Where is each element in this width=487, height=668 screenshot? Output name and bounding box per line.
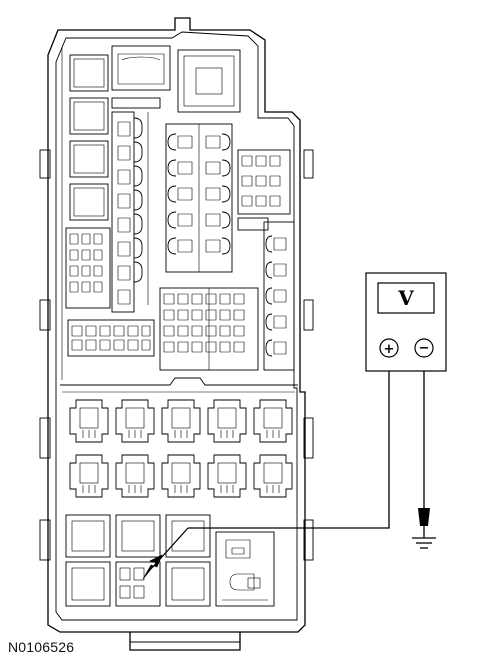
probe-leads bbox=[142, 348, 430, 580]
relay-socket bbox=[161, 454, 201, 498]
relay-socket bbox=[161, 399, 201, 443]
mini-fuse-column-left bbox=[111, 111, 149, 313]
negative-terminal-sign: − bbox=[419, 341, 430, 356]
positive-terminal bbox=[379, 338, 399, 358]
voltmeter-unit-label: V bbox=[397, 286, 414, 310]
positive-terminal-sign: + bbox=[384, 342, 395, 357]
center-fuse-block bbox=[165, 123, 233, 273]
right-upper-fuse-block bbox=[237, 149, 295, 371]
relay-socket bbox=[69, 454, 109, 498]
figure-id-label: N0106526 bbox=[8, 639, 75, 655]
fuse-box-housing bbox=[39, 17, 314, 651]
center-mini-fuse-grid bbox=[159, 287, 259, 371]
top-center-relays bbox=[111, 45, 241, 113]
lower-relay-grid bbox=[69, 399, 293, 498]
voltmeter: V + − bbox=[365, 272, 447, 372]
horizontal-fuse-row bbox=[67, 319, 155, 357]
voltmeter-display bbox=[377, 282, 435, 314]
ground-symbol bbox=[412, 537, 436, 549]
relay-socket bbox=[115, 399, 155, 443]
relay-socket bbox=[69, 399, 109, 443]
upper-left-relay-column bbox=[61, 48, 109, 380]
relay-socket bbox=[253, 399, 293, 443]
negative-terminal bbox=[414, 338, 434, 358]
relay-socket bbox=[253, 454, 293, 498]
small-fuse-grid-left bbox=[65, 227, 111, 309]
relay-socket bbox=[207, 454, 247, 498]
relay-socket bbox=[207, 399, 247, 443]
bottom-large-relays bbox=[65, 514, 275, 607]
relay-socket bbox=[115, 454, 155, 498]
